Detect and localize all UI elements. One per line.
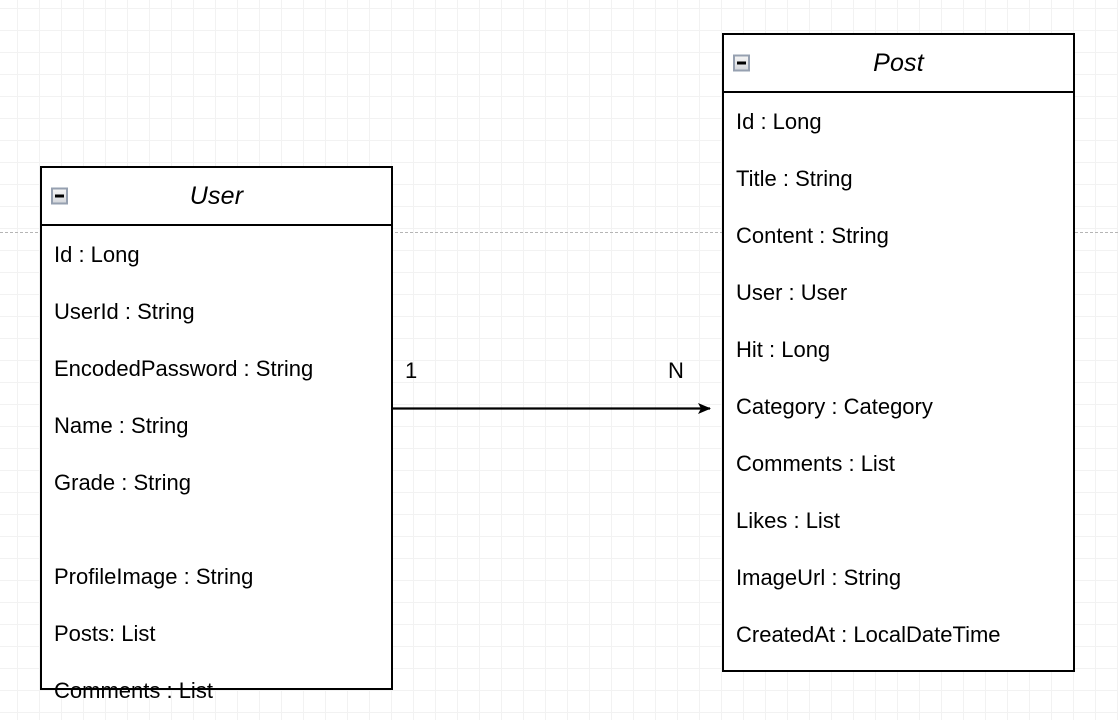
attribute-row[interactable]: Title : String xyxy=(736,165,853,191)
attribute-row[interactable]: EncodedPassword : String xyxy=(54,355,314,381)
attribute-row[interactable]: Comments : List xyxy=(54,677,213,703)
class-box-user[interactable]: User Id : Long UserId : String EncodedPa… xyxy=(40,166,393,703)
attribute-row[interactable]: Hit : Long xyxy=(736,336,831,362)
alignment-guide-horizontal xyxy=(0,232,1118,233)
multiplicity-source-label: 1 xyxy=(405,358,418,383)
class-name-user: User xyxy=(189,181,244,210)
collapse-minus-icon[interactable] xyxy=(733,54,750,72)
attribute-row[interactable]: ProfileImage : String xyxy=(54,563,254,589)
attribute-row[interactable]: Category : Category xyxy=(736,393,933,419)
attribute-row-empty xyxy=(42,511,391,548)
attribute-row[interactable]: Id : Long xyxy=(736,108,822,134)
attribute-list-user: Id : Long UserId : String EncodedPasswor… xyxy=(42,226,391,719)
attribute-row[interactable]: CreatedAt : LocalDateTime xyxy=(736,621,1001,647)
attribute-row[interactable]: Grade : String xyxy=(54,469,191,495)
attribute-row[interactable]: User : User xyxy=(736,279,848,305)
attribute-row[interactable]: UserId : String xyxy=(54,298,195,324)
collapse-minus-icon[interactable] xyxy=(51,187,68,205)
attribute-row[interactable]: Likes : List xyxy=(736,507,840,533)
attribute-row[interactable]: Id : Long xyxy=(54,241,140,267)
class-header-user: User xyxy=(42,168,391,226)
attribute-row[interactable]: Comments : List xyxy=(736,450,895,476)
class-name-post: Post xyxy=(873,48,924,77)
class-header-post: Post xyxy=(724,35,1073,93)
attribute-row[interactable]: ImageUrl : String xyxy=(736,564,902,590)
attribute-list-post: Id : Long Title : String Content : Strin… xyxy=(724,93,1073,663)
class-box-post[interactable]: Post Id : Long Title : String Content : … xyxy=(722,33,1075,672)
minus-bar xyxy=(737,61,746,65)
multiplicity-target-label: N xyxy=(668,358,684,383)
association-user-to-post[interactable] xyxy=(380,390,740,430)
attribute-row[interactable]: Name : String xyxy=(54,412,189,438)
attribute-row[interactable]: Content : String xyxy=(736,222,889,248)
attribute-row[interactable]: Posts: List xyxy=(54,620,156,646)
minus-bar xyxy=(55,194,64,198)
